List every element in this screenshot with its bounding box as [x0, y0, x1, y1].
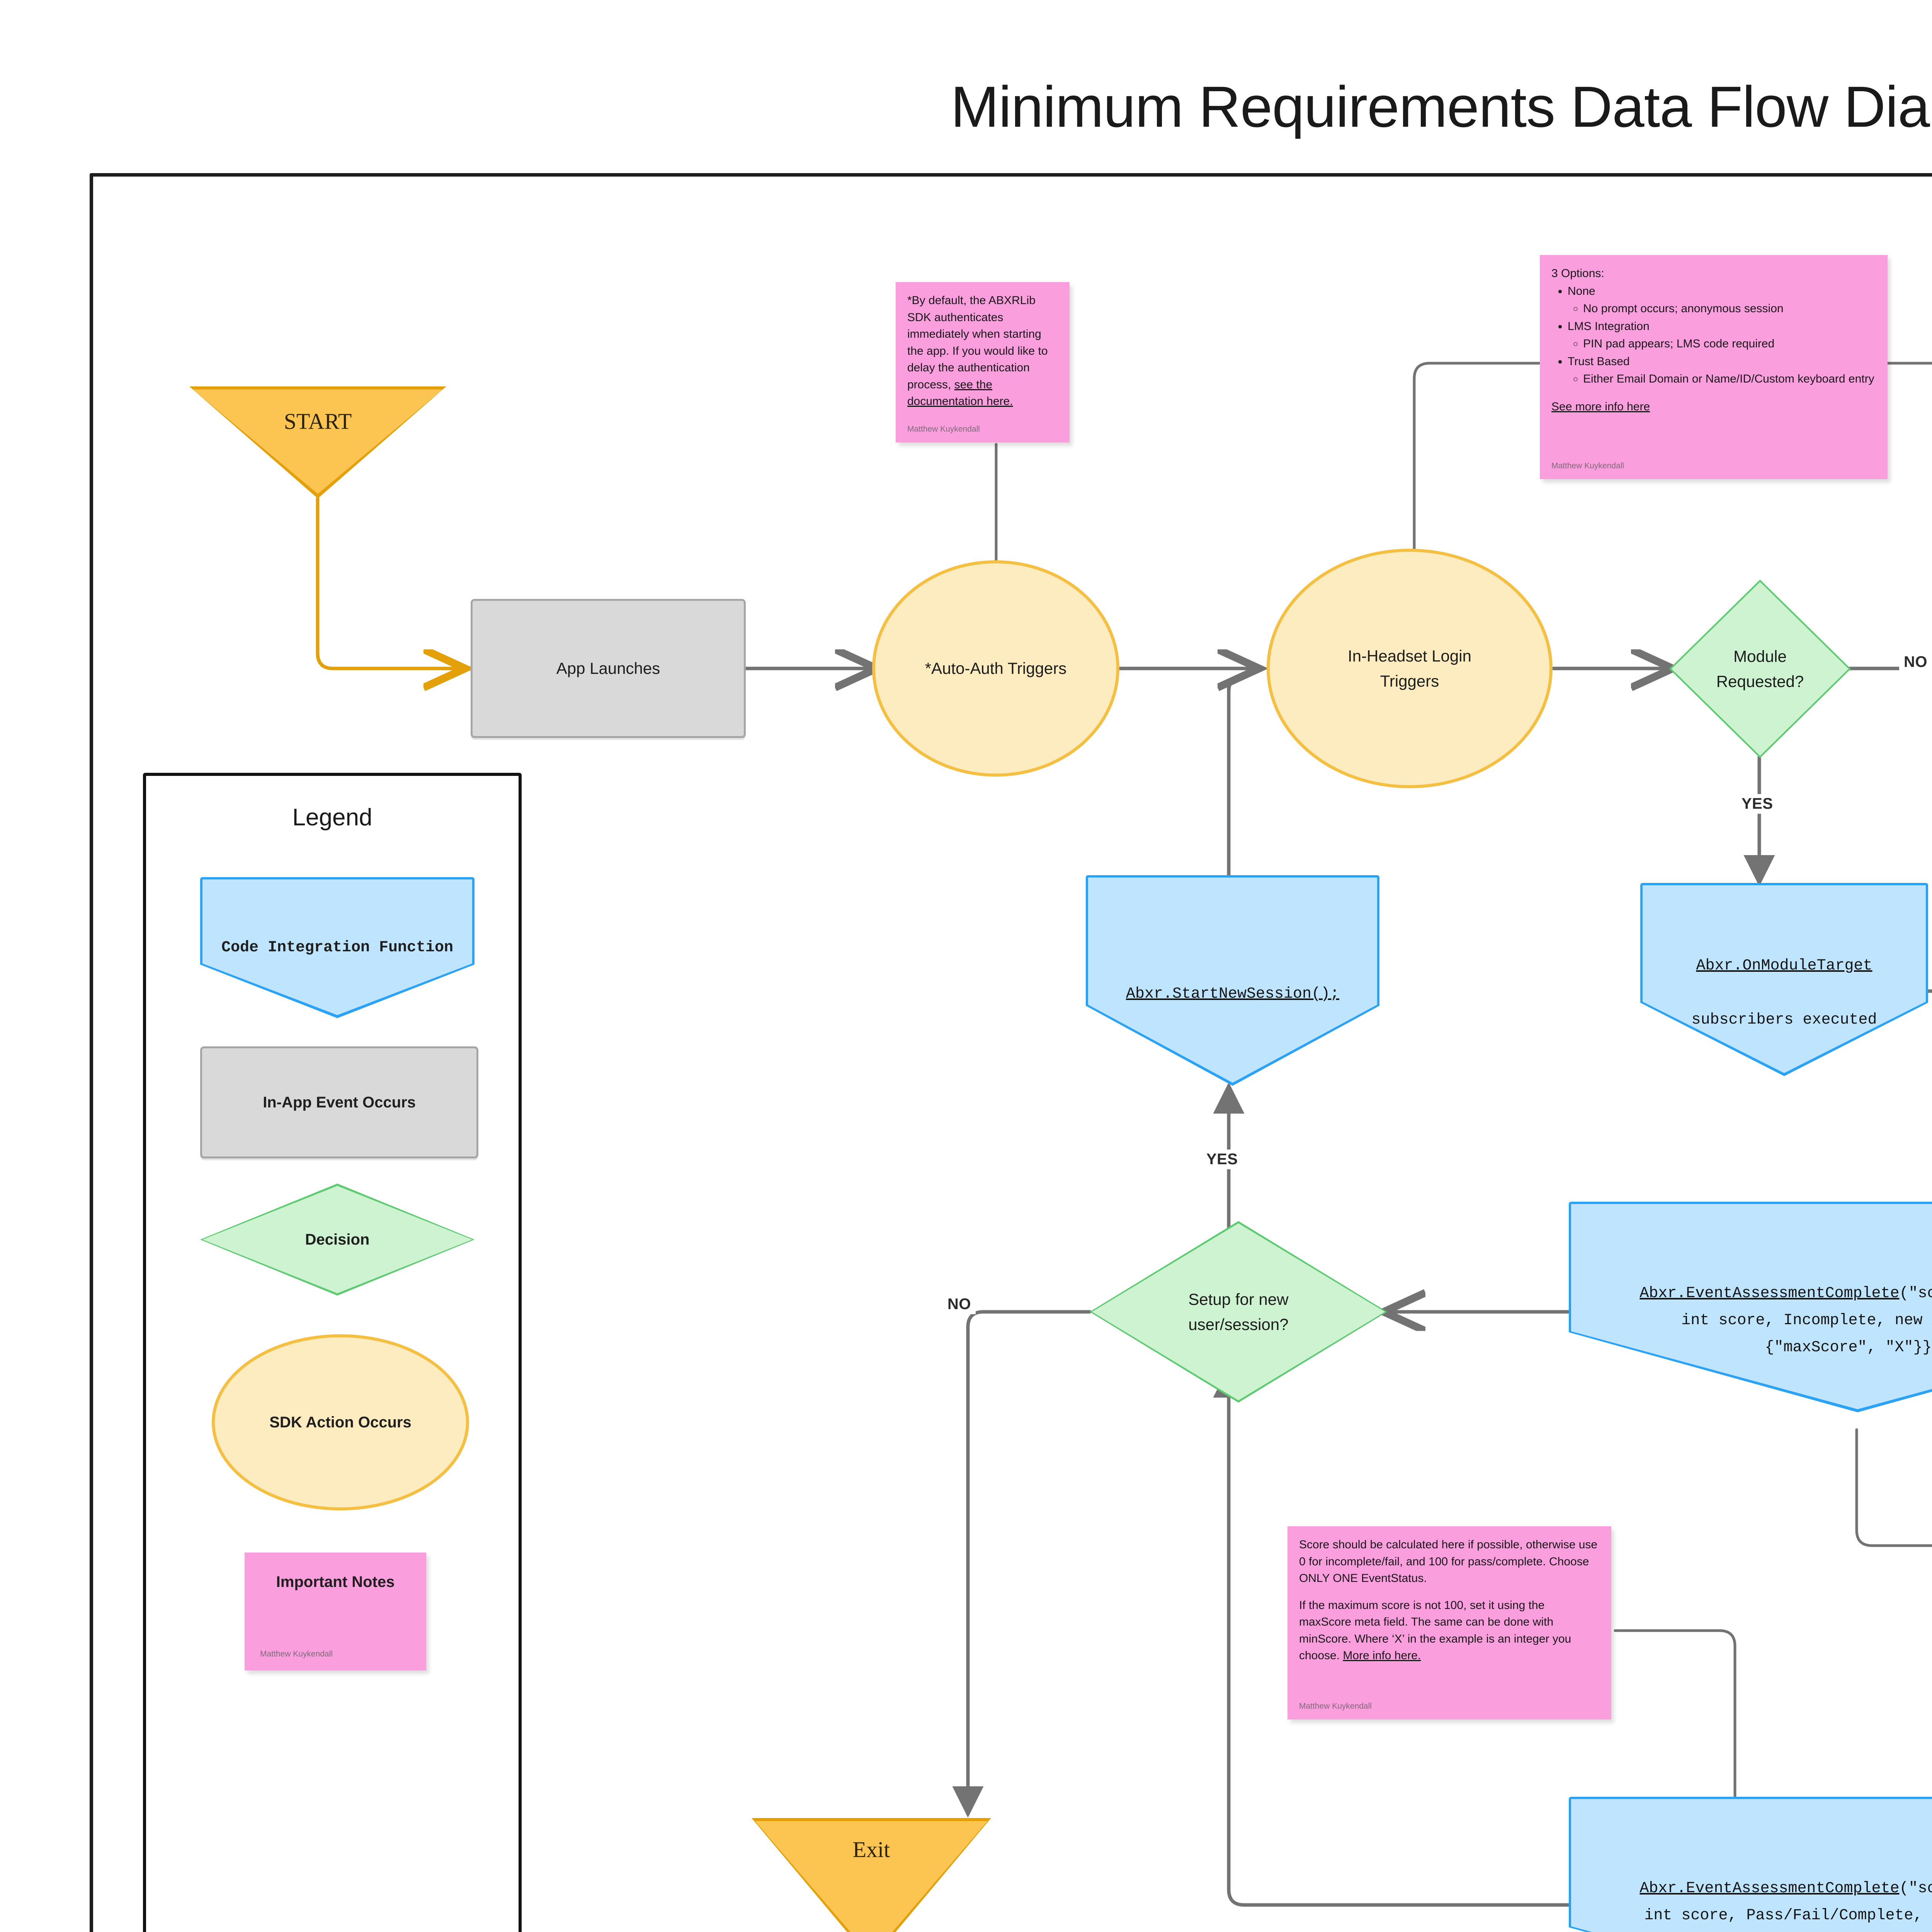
- note-auto-auth-body: *By default, the ABXRLib SDK authenticat…: [907, 294, 1048, 391]
- legend-notes-author: Matthew Kuykendall: [260, 1650, 333, 1658]
- legend-title: Legend: [292, 804, 372, 831]
- on-module-target-fn: Abxr.OnModuleTarget: [1696, 957, 1872, 975]
- node-in-headset-login[interactable]: In-Headset Login Triggers: [1267, 549, 1553, 788]
- event-complete-passfail-label: Abxr.EventAssessmentComplete("scenario_n…: [1639, 1848, 1932, 1932]
- note-login-options-text: 3 Options: None No prompt occurs; anonym…: [1551, 265, 1876, 415]
- note-login-options-heading: 3 Options:: [1551, 267, 1604, 280]
- legend-item-in-app-event: In-App Event Occurs: [200, 1046, 478, 1158]
- note-score-author: Matthew Kuykendall: [1299, 1702, 1372, 1711]
- event-complete-incomplete-fn: Abxr.EventAssessmentComplete: [1639, 1284, 1900, 1302]
- app-launches-label: App Launches: [556, 659, 660, 678]
- event-complete-passfail-args: ("scenario_name_1", int score, Pass/Fail…: [1644, 1879, 1932, 1924]
- note-score-para1: Score should be calculated here if possi…: [1299, 1538, 1598, 1585]
- in-headset-login-label: In-Headset Login Triggers: [1348, 646, 1471, 690]
- note-login-options-list: None No prompt occurs; anonymous session…: [1551, 283, 1876, 388]
- edge-label-module-yes: YES: [1737, 794, 1778, 814]
- note-option-lms-label: LMS Integration: [1568, 320, 1650, 333]
- note-option-none-label: None: [1568, 284, 1595, 298]
- note-option-trust-sub: Either Email Domain or Name/ID/Custom ke…: [1583, 371, 1876, 388]
- node-exit[interactable]: Exit: [752, 1818, 991, 1932]
- on-module-target-label: Abxr.OnModuleTarget subscribers executed: [1691, 925, 1877, 1034]
- legend-item-code-integration: Code Integration Function: [200, 877, 474, 1018]
- edge-label-setup-yes: YES: [1202, 1150, 1243, 1169]
- legend-item-important-notes: Important Notes Matthew Kuykendall: [245, 1553, 426, 1670]
- legend-item-sdk-action: SDK Action Occurs: [212, 1334, 469, 1510]
- event-complete-incomplete-label: Abxr.EventAssessmentComplete("scenario_n…: [1639, 1253, 1932, 1361]
- legend-item-decision: Decision: [200, 1184, 474, 1296]
- note-score[interactable]: Score should be calculated here if possi…: [1287, 1526, 1611, 1719]
- node-app-launches[interactable]: App Launches: [471, 599, 746, 738]
- note-login-options-author: Matthew Kuykendall: [1551, 461, 1624, 470]
- note-auto-auth-text: *By default, the ABXRLib SDK authenticat…: [907, 292, 1058, 410]
- event-complete-incomplete-args: ("scenario_name_1", int score, Incomplet…: [1681, 1284, 1932, 1356]
- setup-new-session-label: Setup for new user/session?: [1188, 1290, 1289, 1333]
- legend-notes-label: Important Notes: [276, 1573, 395, 1590]
- note-score-link[interactable]: More info here.: [1343, 1649, 1421, 1662]
- note-option-none-sub: No prompt occurs; anonymous session: [1583, 300, 1876, 317]
- note-option-lms-sub: PIN pad appears; LMS code required: [1583, 335, 1876, 352]
- node-event-assessment-complete-passfail[interactable]: Abxr.EventAssessmentComplete("scenario_n…: [1569, 1797, 1932, 1932]
- start-new-session-fn: Abxr.StartNewSession();: [1126, 985, 1340, 1003]
- exit-label: Exit: [852, 1837, 890, 1862]
- event-complete-passfail-fn: Abxr.EventAssessmentComplete: [1639, 1879, 1900, 1897]
- node-auto-auth[interactable]: *Auto-Auth Triggers: [872, 560, 1119, 777]
- legend-event-label: In-App Event Occurs: [263, 1094, 416, 1111]
- note-score-para2-text: If the maximum score is not 100, set it …: [1299, 1599, 1571, 1662]
- note-auto-auth-author: Matthew Kuykendall: [907, 425, 980, 434]
- node-setup-new-session[interactable]: Setup for new user/session?: [1090, 1221, 1387, 1403]
- node-on-module-target[interactable]: Abxr.OnModuleTarget subscribers executed: [1640, 883, 1928, 1076]
- node-start-new-session[interactable]: Abxr.StartNewSession();: [1086, 875, 1379, 1086]
- module-requested-label: Module Requested?: [1716, 647, 1804, 690]
- node-start[interactable]: START: [189, 386, 446, 498]
- note-score-para2: If the maximum score is not 100, set it …: [1299, 1597, 1600, 1664]
- node-module-requested[interactable]: Module Requested?: [1669, 580, 1851, 758]
- node-event-assessment-complete-incomplete[interactable]: Abxr.EventAssessmentComplete("scenario_n…: [1569, 1202, 1932, 1412]
- on-module-target-sub: subscribers executed: [1691, 1011, 1877, 1029]
- legend-decision-label: Decision: [305, 1231, 370, 1248]
- edge-label-module-no: NO: [1899, 652, 1932, 672]
- legend-code-label: Code Integration Function: [221, 939, 454, 956]
- start-new-session-label: Abxr.StartNewSession();: [1126, 954, 1339, 1008]
- note-option-trust: Trust Based Either Email Domain or Name/…: [1568, 353, 1876, 388]
- note-option-trust-label: Trust Based: [1568, 355, 1630, 368]
- note-login-options-link[interactable]: See more info here: [1551, 400, 1650, 413]
- note-auto-auth[interactable]: *By default, the ABXRLib SDK authenticat…: [896, 282, 1070, 442]
- start-label: START: [284, 409, 352, 434]
- auto-auth-label: *Auto-Auth Triggers: [925, 659, 1067, 678]
- legend-panel: Legend Code Integration Function In-App …: [143, 773, 522, 1932]
- note-option-none: None No prompt occurs; anonymous session: [1568, 283, 1876, 317]
- note-login-options[interactable]: 3 Options: None No prompt occurs; anonym…: [1540, 255, 1888, 479]
- note-auto-auth-link[interactable]: see the documentation here.: [907, 378, 1013, 408]
- note-option-lms: LMS Integration PIN pad appears; LMS cod…: [1568, 318, 1876, 352]
- note-score-text: Score should be calculated here if possi…: [1299, 1536, 1600, 1664]
- edge-label-setup-no: NO: [943, 1294, 976, 1314]
- page-title: Minimum Requirements Data Flow Diagram: [951, 74, 1932, 139]
- event-complete-passfail-fill: [1571, 1799, 1932, 1932]
- legend-sdk-label: SDK Action Occurs: [269, 1413, 412, 1431]
